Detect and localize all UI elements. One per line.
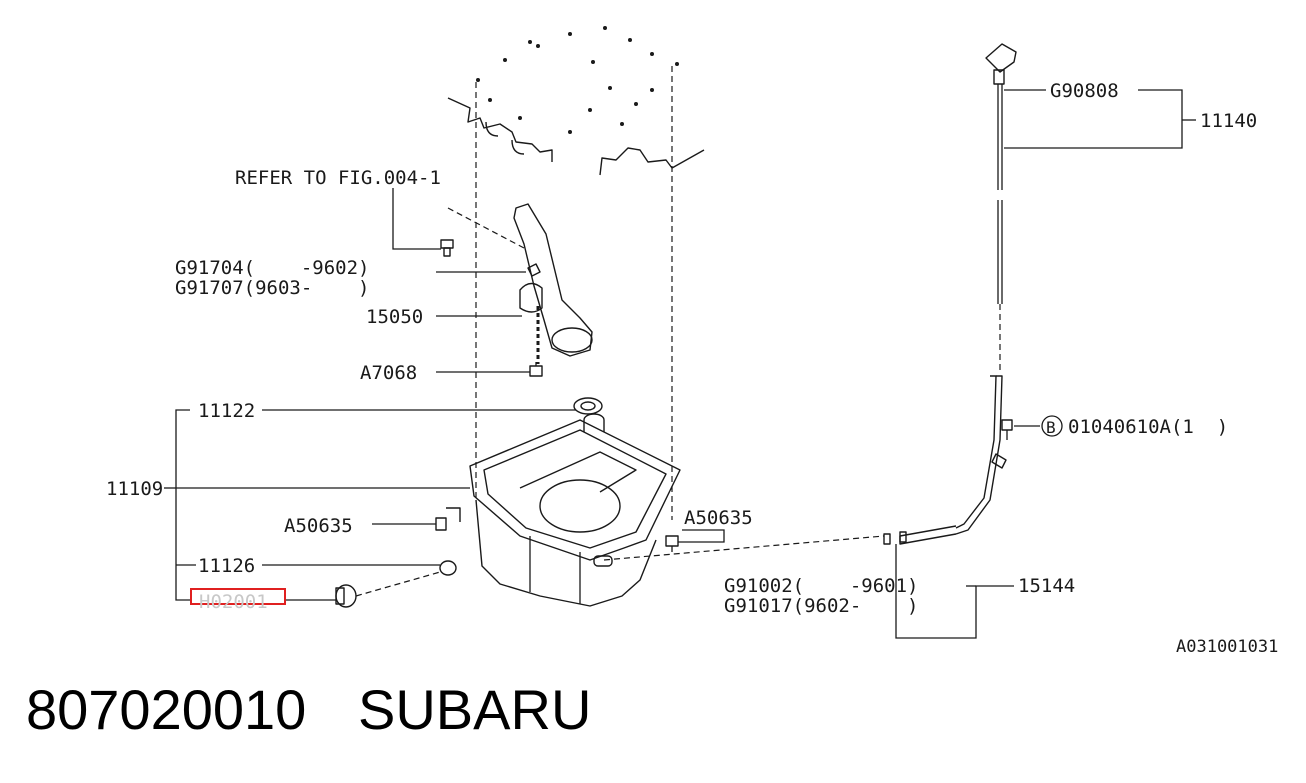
nut-a7068 — [529, 362, 543, 377]
label-g91707: G91707(9603- ) — [175, 277, 369, 299]
label-01040610a: 01040610A(1 ) — [1068, 416, 1228, 438]
label-15050: 15050 — [366, 306, 423, 328]
label-g91704: G91704( -9602) — [175, 257, 369, 279]
footer-part-number: 807020010 — [26, 678, 307, 741]
label-h02001[interactable]: H02001 — [199, 591, 268, 613]
label-a7068: A7068 — [360, 362, 417, 384]
washer-11126 — [439, 560, 457, 576]
label-a50635-right: A50635 — [684, 507, 753, 529]
label-11140: 11140 — [1200, 110, 1257, 132]
label-refer-fig: REFER TO FIG.004-1 — [235, 167, 441, 189]
engine-block-outline — [447, 26, 705, 176]
bolt-a50635-right — [665, 535, 679, 552]
drain-plug-h02001 — [335, 584, 357, 608]
label-a50635-left: A50635 — [284, 515, 353, 537]
footer-brand: SUBARU — [358, 678, 592, 741]
oil-pan-11109 — [469, 397, 681, 607]
label-11122: 11122 — [198, 400, 255, 422]
b-marker-circle — [1041, 415, 1063, 437]
label-g90808: G90808 — [1050, 80, 1119, 102]
label-11126: 11126 — [198, 555, 255, 577]
label-g91017: G91017(9602- ) — [724, 595, 918, 617]
figure-code: A031001031 — [1176, 637, 1278, 657]
label-g91002: G91002( -9601) — [724, 575, 918, 597]
bolt-a50635-left — [435, 507, 461, 531]
leader-lines — [164, 89, 1196, 639]
label-11109: 11109 — [106, 478, 163, 500]
guide-tube-15144 — [883, 375, 1013, 545]
gasket-11122 — [573, 397, 603, 415]
oil-strainer-15050 — [447, 203, 593, 364]
label-b-marker: B — [1046, 418, 1056, 437]
oil-level-gauge-11140 — [985, 43, 1017, 372]
label-15144: 15144 — [1018, 575, 1075, 597]
bolt-refer-fig — [440, 239, 454, 257]
highlight-box-h02001 — [190, 588, 286, 605]
